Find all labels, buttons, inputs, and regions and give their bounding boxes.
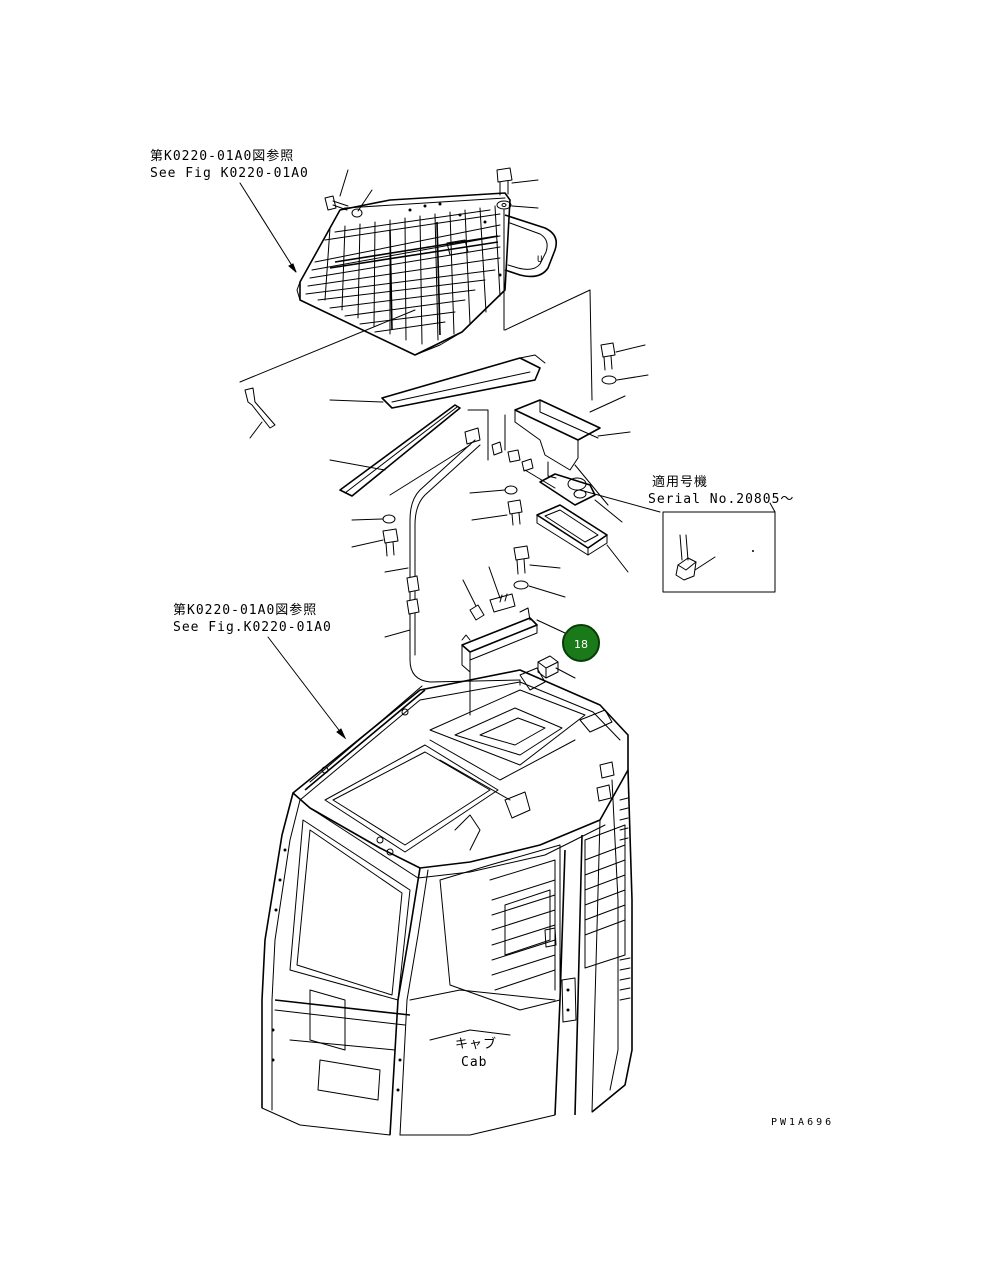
cab-label-jp: キャブ [455,1037,498,1052]
leader-a [504,289,593,401]
serial-label-jp: 適用号機 [652,475,709,490]
mount-bracket [461,607,566,716]
ref-label-top-en: See Fig K0220-01A0 [150,166,309,181]
ref-label-top-jp: 第K0220-01A0図参照 [150,149,295,164]
ref-label-mid-jp: 第K0220-01A0図参照 [173,603,318,618]
bracket-assembly [514,342,661,573]
ref-arrow-top [239,182,297,273]
svg-text:U: U [537,255,542,265]
bolt-stack-top [496,167,539,331]
cap-nut [537,655,576,679]
ref-arrow-mid [267,636,347,740]
top-guard: U [296,192,558,356]
wiper-blades [329,354,546,497]
cab-body [261,667,633,1136]
callout-badge-18[interactable]: 18 [562,624,600,662]
bolt-stack-mid [462,545,566,621]
washer-hose [351,439,521,683]
cab-label-en: Cab [461,1055,488,1070]
bolt-set-a [324,169,373,218]
drawing-code: PW1A696 [771,1117,835,1128]
serial-label-en: Serial No.20805～ [648,492,795,507]
serial-inset [662,502,776,593]
nozzle-parts [464,409,556,526]
ref-label-mid-en: See Fig.K0220-01A0 [173,620,332,635]
lock-pin [239,309,416,439]
